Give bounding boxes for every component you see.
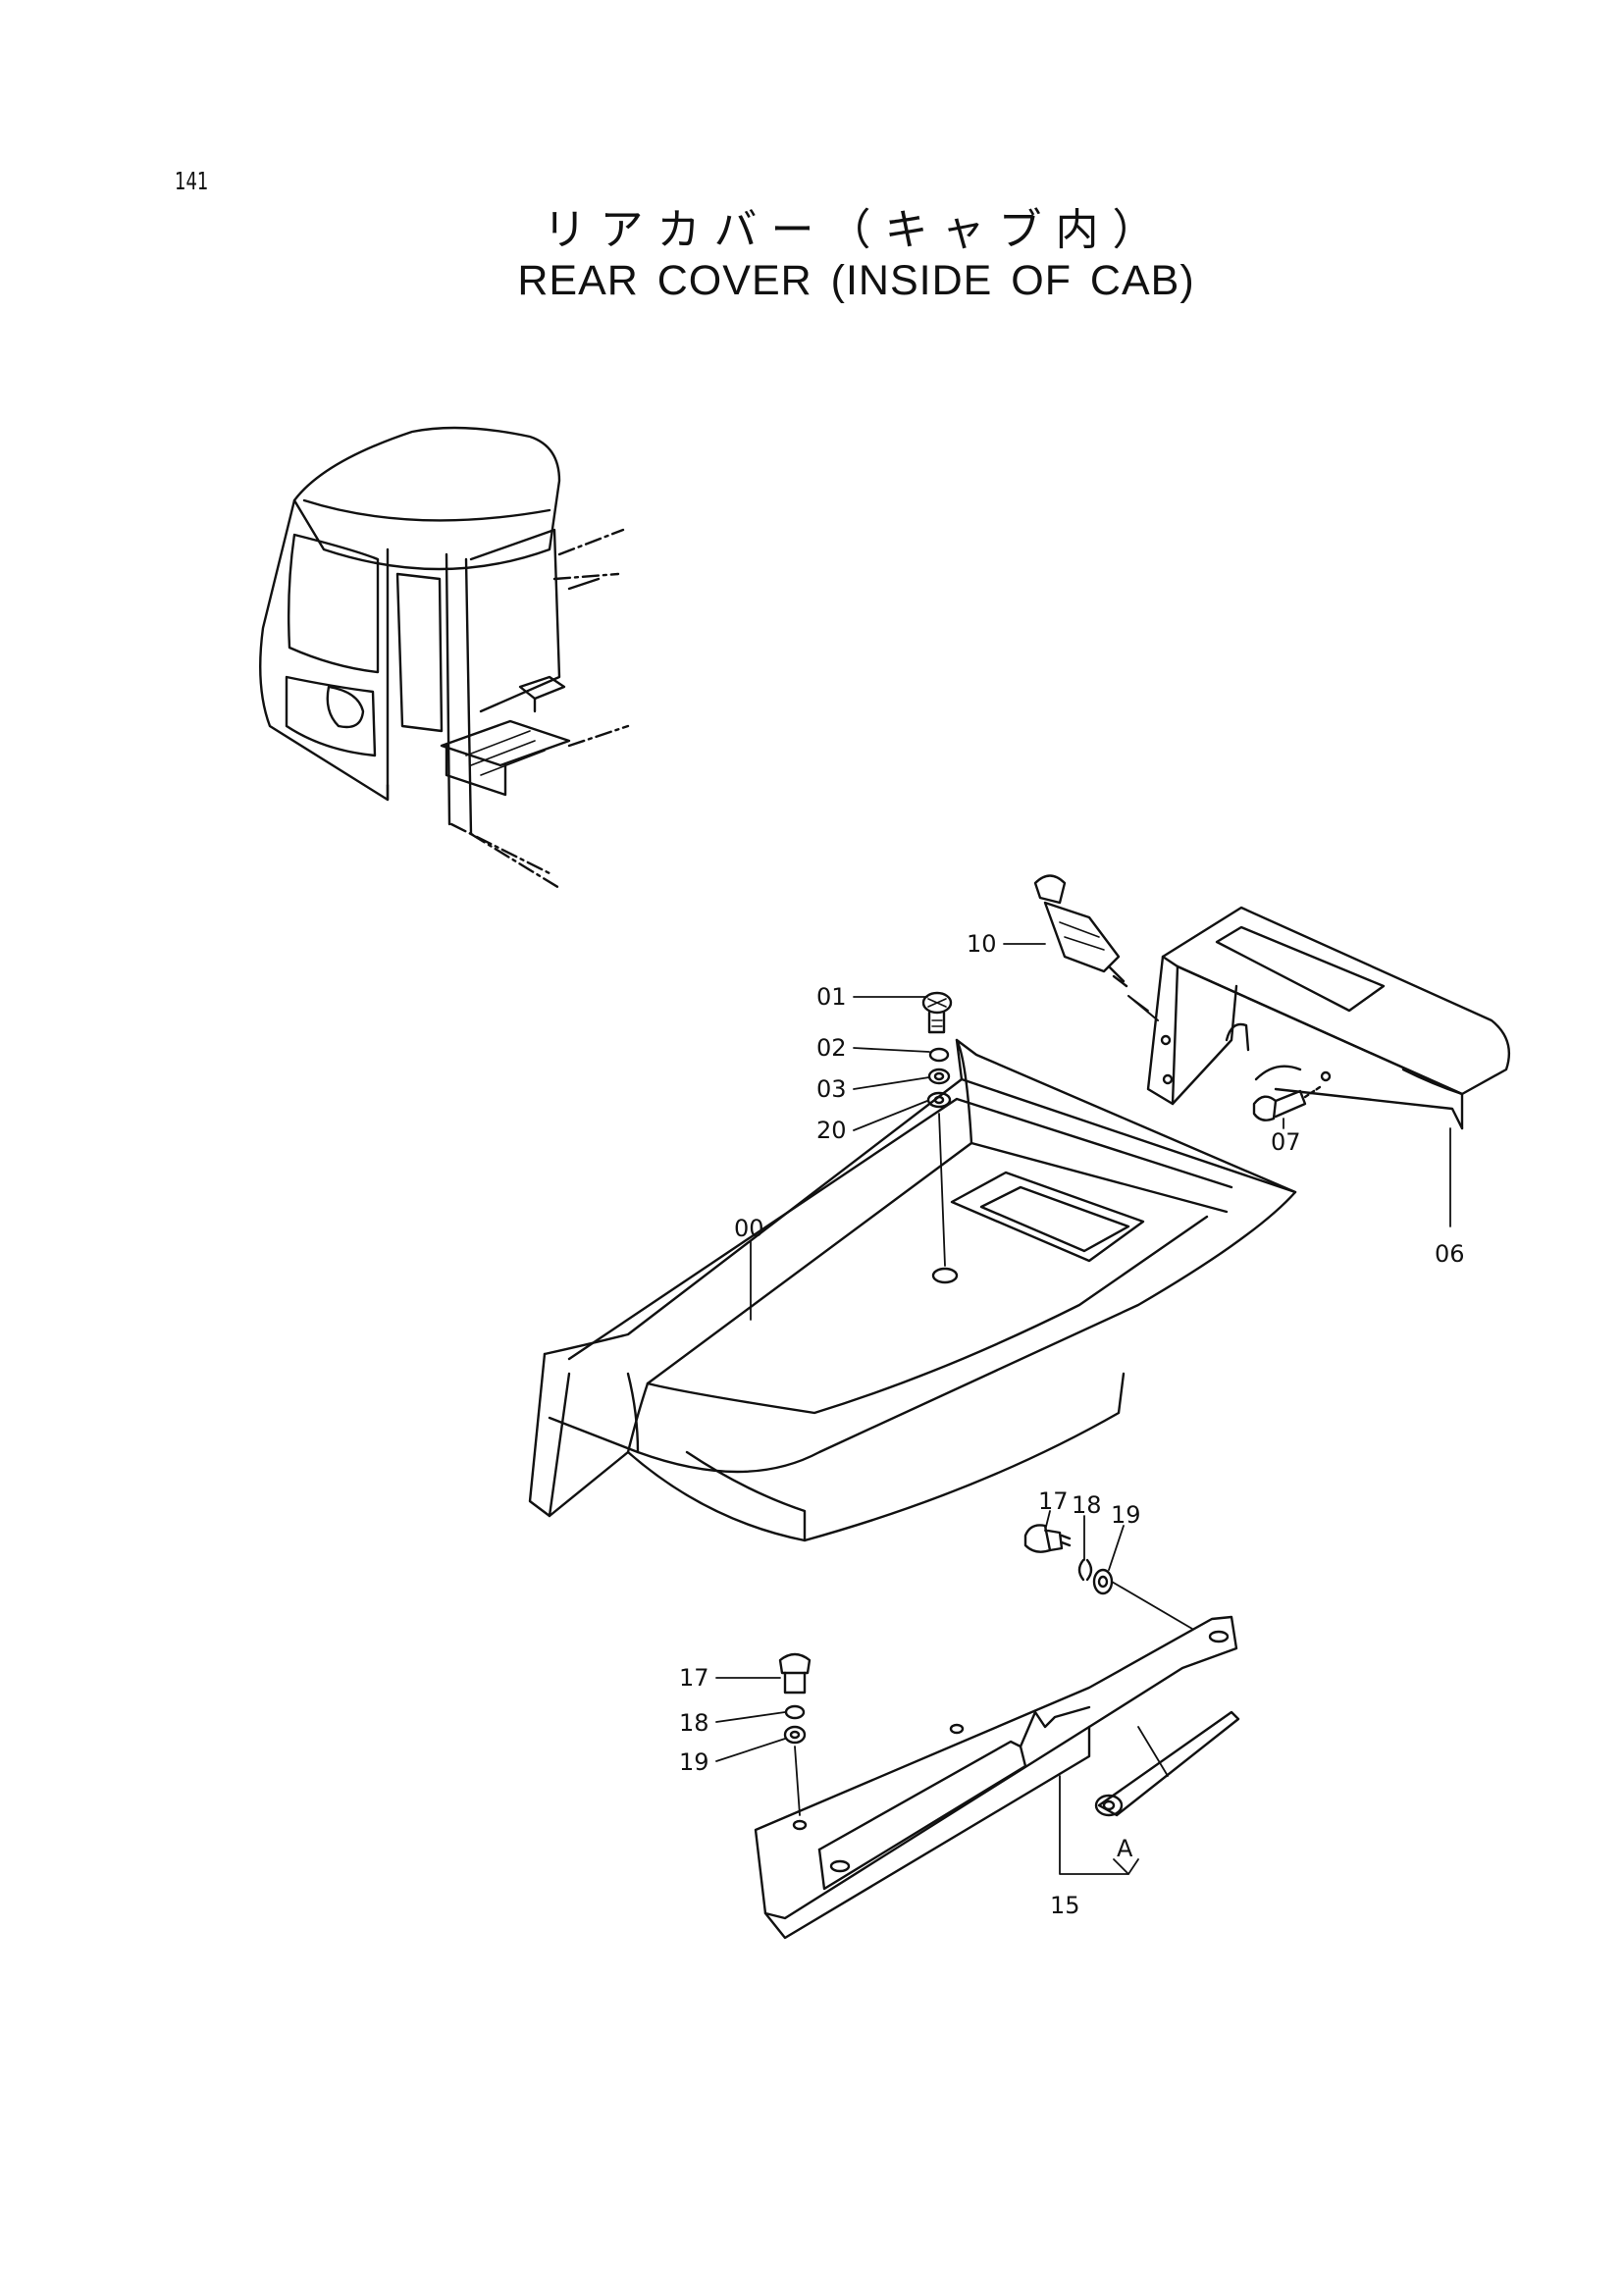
callout-15: 15: [1050, 1892, 1080, 1919]
callout-19-left: 19: [679, 1748, 709, 1776]
callout-19-right: 19: [1111, 1501, 1141, 1529]
cab-overview: [259, 426, 630, 890]
callout-07: 07: [1271, 1128, 1301, 1156]
callout-03: 03: [816, 1075, 847, 1103]
callout-17-right: 17: [1038, 1487, 1069, 1515]
callout-06: 06: [1435, 1240, 1465, 1268]
side-cover: [1146, 906, 1511, 1130]
bolt-07: [1252, 1085, 1322, 1121]
callout-10: 10: [967, 930, 997, 958]
callout-20: 20: [816, 1117, 847, 1144]
title-japanese: リアカバー（キャブ内）: [543, 205, 1170, 255]
bolt-set-right: [1023, 1524, 1193, 1630]
callout-18-left: 18: [679, 1709, 709, 1737]
callout-01: 01: [816, 983, 847, 1011]
callout-00: 00: [734, 1215, 764, 1242]
callout-17-left: 17: [679, 1664, 709, 1692]
callout-02: 02: [816, 1034, 847, 1062]
screw-stack-top: [921, 991, 953, 1267]
bracket-plate: [754, 1615, 1238, 1940]
bolt-set-left: [778, 1652, 812, 1816]
rear-cover-tray: [528, 1038, 1297, 1542]
callout-18-right: 18: [1072, 1491, 1102, 1519]
strip-a: [1094, 1710, 1240, 1817]
page-number: 141: [175, 167, 209, 195]
leader-lines: [715, 943, 1451, 1875]
callout-a: A: [1117, 1835, 1133, 1862]
title-english: REAR COVER (INSIDE OF CAB): [517, 257, 1195, 304]
lock-part: [1033, 874, 1149, 1012]
